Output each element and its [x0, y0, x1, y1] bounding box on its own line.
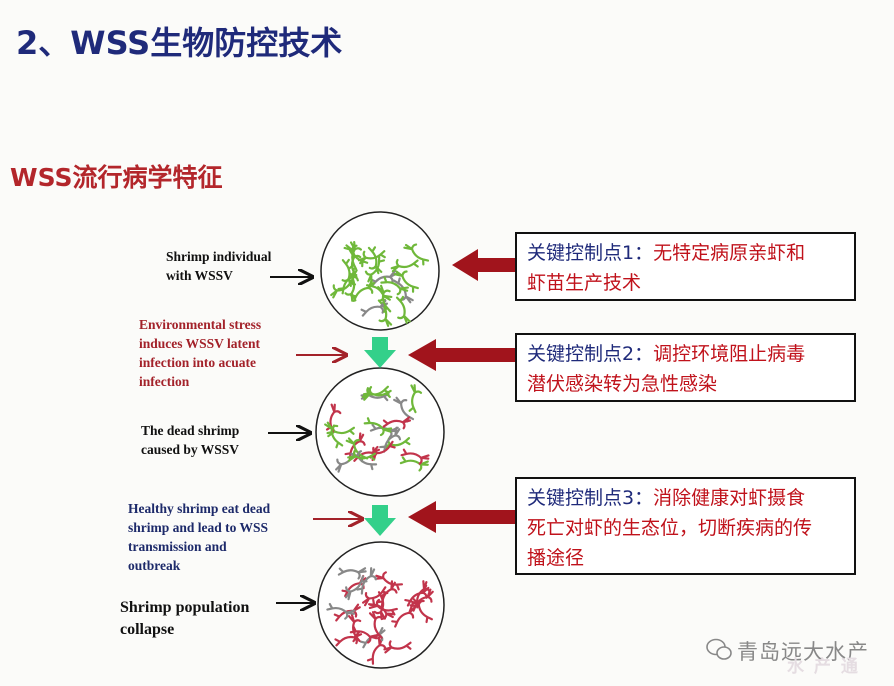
- control-arrow-3: [408, 501, 515, 533]
- watermark-subtext: 水 产 通: [787, 652, 860, 677]
- down-arrow-1: [364, 337, 396, 368]
- control-arrow-1: [452, 249, 515, 281]
- down-arrow-2: [364, 505, 396, 536]
- wechat-icon: [707, 640, 731, 660]
- control-arrow-2: [408, 339, 515, 371]
